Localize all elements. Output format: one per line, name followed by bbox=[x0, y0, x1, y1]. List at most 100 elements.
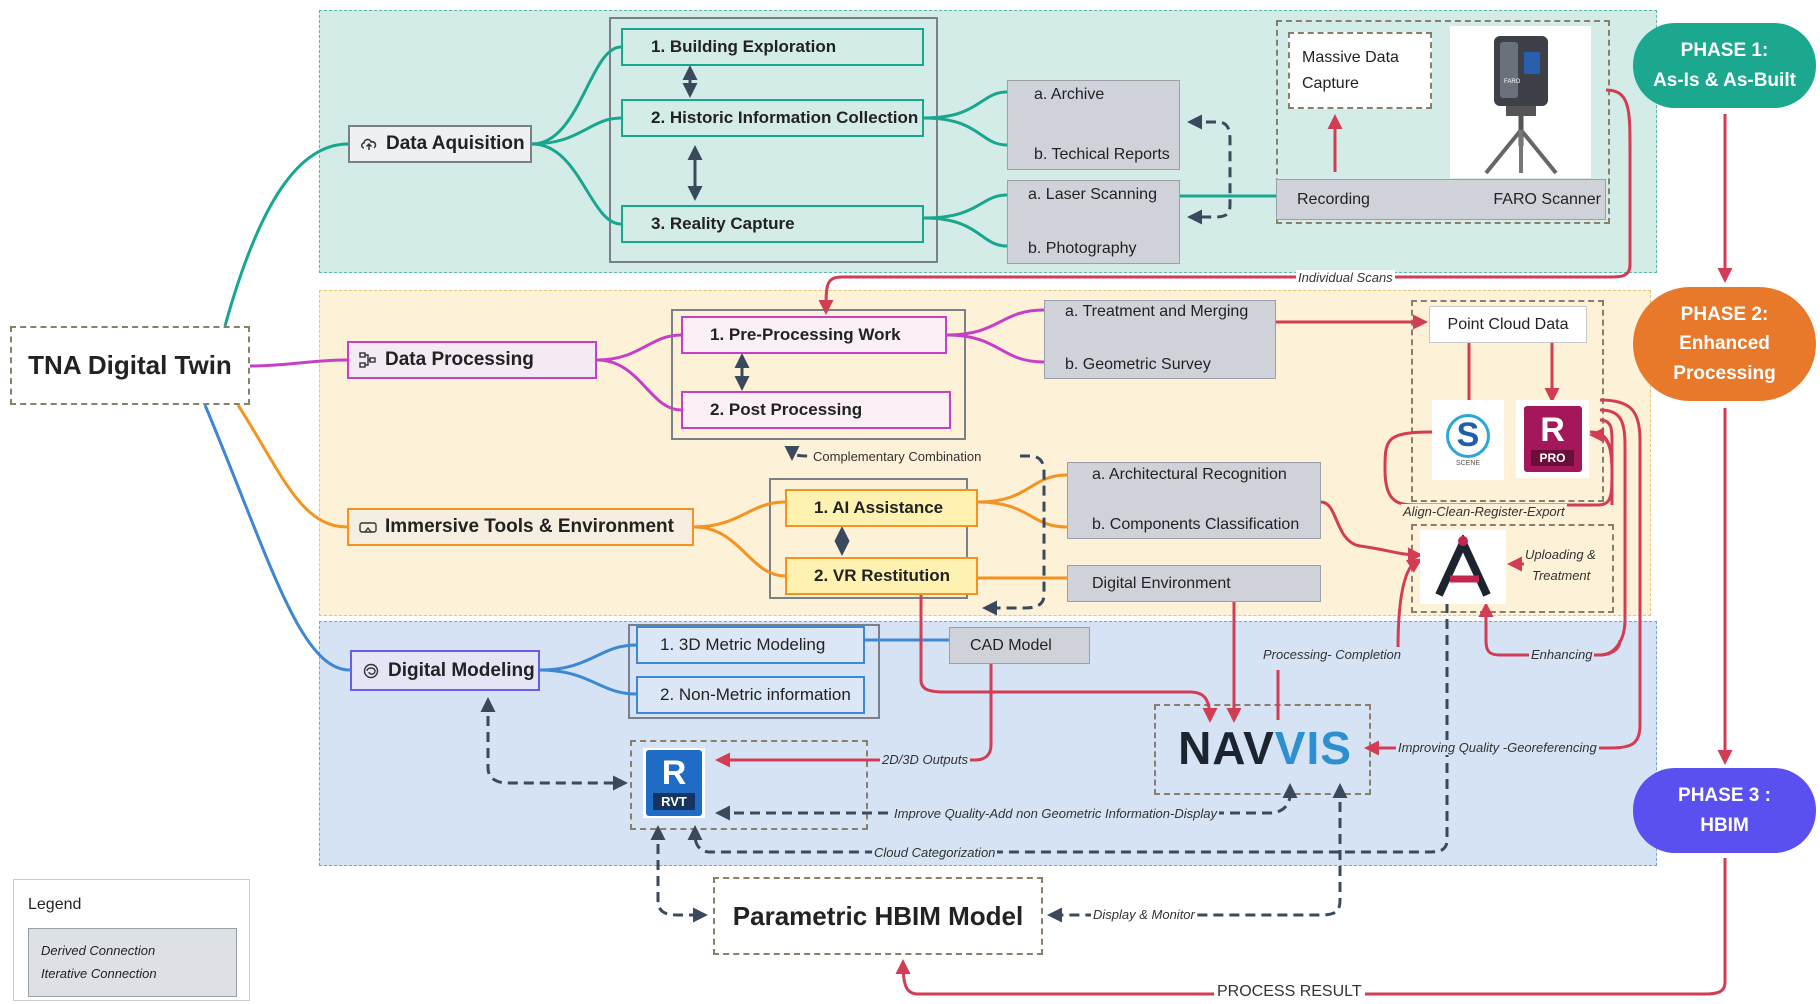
item-label: 2. Post Processing bbox=[710, 400, 863, 419]
phase-2-line1: PHASE 2: bbox=[1680, 303, 1769, 325]
item-label: 2. VR Restitution bbox=[814, 566, 951, 585]
label-cloud-categorization: Cloud Categorization bbox=[872, 845, 998, 860]
phase-2-line2: Enhanced bbox=[1679, 333, 1770, 355]
parametric-hbim-model[interactable]: Parametric HBIM Model bbox=[713, 877, 1043, 955]
components-classification-label: b. Components Classification bbox=[1092, 516, 1300, 533]
revit-logo[interactable]: R RVT bbox=[643, 748, 705, 818]
item-label: 2. Non-Metric information bbox=[660, 685, 851, 704]
label-align: Align-Clean-Register-Export bbox=[1401, 504, 1567, 519]
treatment-merging-label: a. Treatment and Merging bbox=[1065, 303, 1249, 320]
historic-sub-box[interactable]: a. Archive b. Techical Reports bbox=[1007, 80, 1180, 170]
scene-logo[interactable]: S SCENE bbox=[1432, 400, 1504, 480]
architectural-recognition-label: a. Architectural Recognition bbox=[1092, 466, 1287, 483]
item-label: 3. Reality Capture bbox=[651, 214, 795, 233]
technical-reports-label: b. Techical Reports bbox=[1034, 146, 1170, 163]
navvis-vis: VIS bbox=[1274, 722, 1352, 774]
label-processing-completion: Processing- Completion bbox=[1261, 647, 1404, 662]
recap-caption: PRO bbox=[1531, 449, 1574, 466]
category-label: Immersive Tools & Environment bbox=[385, 516, 674, 537]
scene-caption: SCENE bbox=[1455, 459, 1481, 467]
label-individual-scans: Individual Scans bbox=[1296, 270, 1395, 285]
item-ai-assistance[interactable]: 1. AI Assistance bbox=[785, 489, 978, 527]
item-reality-capture[interactable]: 3. Reality Capture bbox=[621, 205, 924, 243]
item-label: 2. Historic Information Collection bbox=[651, 108, 919, 127]
label-display-monitor: Display & Monitor bbox=[1091, 907, 1197, 922]
scene-letter: S bbox=[1446, 413, 1490, 458]
item-label: 1. 3D Metric Modeling bbox=[660, 635, 826, 654]
legend-inner: Derived Connection Iterative Connection bbox=[28, 928, 237, 997]
revit-icon: R RVT bbox=[646, 750, 702, 816]
photography-label: b. Photography bbox=[1028, 240, 1137, 257]
faro-scanner-label: FARO Scanner bbox=[1493, 190, 1601, 208]
item-3d-metric-modeling[interactable]: 1. 3D Metric Modeling bbox=[636, 626, 865, 664]
revit-letter: R bbox=[661, 754, 687, 792]
navvis-nav: NAV bbox=[1178, 722, 1275, 774]
item-vr-restitution[interactable]: 2. VR Restitution bbox=[785, 557, 978, 595]
category-label: Data Processing bbox=[385, 349, 534, 370]
massive-data-label: Massive Data Capture bbox=[1302, 48, 1399, 92]
phase-1-line1: PHASE 1: bbox=[1680, 40, 1769, 62]
category-label: Digital Modeling bbox=[388, 659, 535, 681]
recap-letter: R bbox=[1540, 410, 1565, 449]
pre-processing-sub-box[interactable]: a. Treatment and Merging b. Geometric Su… bbox=[1044, 300, 1276, 379]
point-cloud-label: Point Cloud Data bbox=[1447, 315, 1569, 333]
item-building-exploration[interactable]: 1. Building Exploration bbox=[621, 28, 924, 66]
legend-iterative-label: Iterative Connection bbox=[41, 965, 157, 981]
phase-3-badge[interactable]: PHASE 3 : HBIM bbox=[1633, 768, 1816, 853]
category-data-acquisition[interactable]: Data Aquisition bbox=[348, 125, 532, 163]
cad-model-label: CAD Model bbox=[970, 636, 1052, 654]
digital-environment[interactable]: Digital Environment bbox=[1067, 565, 1321, 602]
root-node[interactable]: TNA Digital Twin bbox=[10, 326, 250, 405]
category-digital-modeling[interactable]: Digital Modeling bbox=[350, 650, 540, 691]
item-pre-processing[interactable]: 1. Pre-Processing Work bbox=[681, 316, 947, 354]
massive-data-capture[interactable]: Massive Data Capture bbox=[1288, 32, 1432, 109]
label-uploading: Uploading & bbox=[1525, 547, 1596, 562]
item-non-metric-information[interactable]: 2. Non-Metric information bbox=[636, 676, 865, 714]
cad-model[interactable]: CAD Model bbox=[949, 627, 1090, 664]
item-label: 1. AI Assistance bbox=[814, 498, 944, 517]
item-post-processing[interactable]: 2. Post Processing bbox=[681, 391, 951, 429]
category-label: Data Aquisition bbox=[386, 133, 525, 154]
label-treatment: Treatment bbox=[1532, 568, 1591, 583]
atlas-logo[interactable] bbox=[1420, 530, 1506, 604]
phase-3-line1: PHASE 3 : bbox=[1678, 785, 1771, 807]
recap-icon: R PRO bbox=[1523, 406, 1582, 472]
legend-title: Legend bbox=[28, 896, 82, 913]
capture-sub-box[interactable]: a. Laser Scanning b. Photography bbox=[1007, 180, 1180, 264]
archive-label: a. Archive bbox=[1034, 86, 1105, 103]
recap-pro-logo[interactable]: R PRO bbox=[1516, 400, 1589, 478]
category-data-processing[interactable]: Data Processing bbox=[347, 341, 597, 379]
geometric-survey-label: b. Geometric Survey bbox=[1065, 356, 1211, 373]
cloud-upload-icon bbox=[361, 138, 377, 150]
root-title: TNA Digital Twin bbox=[28, 350, 232, 380]
phase-1-badge[interactable]: PHASE 1: As-Is & As-Built bbox=[1633, 23, 1816, 108]
phase-2-line3: Processing bbox=[1673, 362, 1776, 384]
item-label: 1. Building Exploration bbox=[651, 37, 837, 56]
phase-2-badge[interactable]: PHASE 2: Enhanced Processing bbox=[1633, 287, 1816, 401]
hbim-model-label: Parametric HBIM Model bbox=[732, 900, 1024, 931]
label-enhancing: Enhancing bbox=[1529, 647, 1595, 662]
flow-icon bbox=[359, 352, 376, 368]
digital-environment-label: Digital Environment bbox=[1092, 574, 1231, 592]
atlas-icon bbox=[1435, 535, 1491, 597]
item-historic-information[interactable]: 2. Historic Information Collection bbox=[621, 99, 924, 137]
ai-sub-box[interactable]: a. Architectural Recognition b. Componen… bbox=[1067, 462, 1321, 539]
scene-icon: S SCENE bbox=[1446, 413, 1490, 467]
category-immersive-tools[interactable]: Immersive Tools & Environment bbox=[347, 508, 694, 546]
modeling-icon bbox=[363, 663, 379, 678]
phase-1-line2: As-Is & As-Built bbox=[1653, 69, 1796, 91]
revit-caption: RVT bbox=[653, 793, 695, 810]
svg-text:FARO: FARO bbox=[1504, 79, 1521, 85]
phase-3-line2: HBIM bbox=[1700, 814, 1749, 836]
vr-headset-icon bbox=[359, 522, 377, 533]
label-process-result: PROCESS RESULT bbox=[1214, 983, 1365, 1001]
faro-scanner-photo: FARO bbox=[1450, 26, 1591, 178]
label-improve-display: Improve Quality-Add non Geometric Inform… bbox=[892, 806, 1219, 821]
recording-faro-bar[interactable]: Recording FARO Scanner bbox=[1276, 179, 1606, 220]
label-improving-quality: Improving Quality -Georeferencing bbox=[1396, 740, 1599, 755]
legend-derived-label: Derived Connection bbox=[41, 943, 156, 959]
laser-scanning-label: a. Laser Scanning bbox=[1028, 186, 1157, 203]
item-label: 1. Pre-Processing Work bbox=[710, 325, 901, 344]
point-cloud-data[interactable]: Point Cloud Data bbox=[1429, 306, 1587, 343]
